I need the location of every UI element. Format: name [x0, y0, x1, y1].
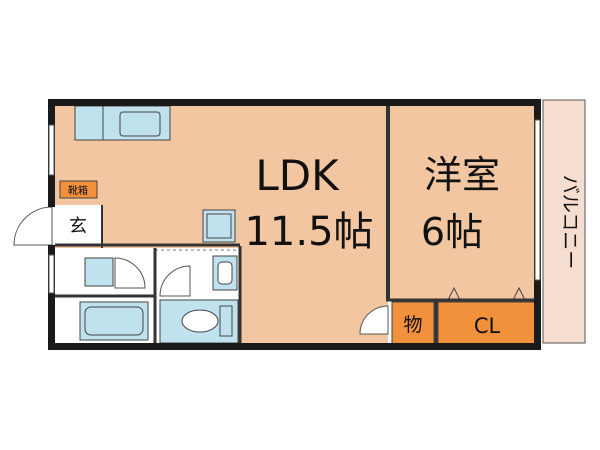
outer-wall-bottom: [48, 343, 541, 350]
ldk-size: 11.5帖: [244, 209, 373, 255]
western-size: 6帖: [421, 210, 483, 254]
shoe-box: [59, 180, 98, 199]
kitchen-sink: [119, 111, 161, 137]
storage-label: 物: [403, 314, 422, 336]
fridge-space: [202, 209, 236, 243]
window-left-upper: [48, 124, 55, 176]
western-name: 洋室: [424, 153, 500, 197]
storage-closet: [391, 301, 435, 345]
toilet-door-swing: [159, 265, 191, 297]
shoe-box-label: 靴箱: [68, 184, 88, 197]
outer-wall-top: [48, 99, 541, 106]
outer-wall-left-lower: [48, 245, 55, 350]
balcony-area: [542, 99, 586, 344]
ldk-name: LDK: [255, 151, 340, 200]
entrance-floor: [55, 205, 102, 245]
western-room-floor: [390, 106, 538, 300]
entrance-door-swing: [13, 206, 53, 246]
storage-door-swing: [359, 305, 389, 335]
window-left-lower: [48, 254, 55, 294]
bath-door-swing: [114, 257, 146, 289]
balcony-label: バルコニー: [559, 175, 581, 270]
closet-label: CL: [474, 314, 501, 338]
window-balcony: [534, 119, 541, 281]
entrance-label: 玄: [69, 216, 87, 237]
washbasin: [84, 257, 114, 287]
